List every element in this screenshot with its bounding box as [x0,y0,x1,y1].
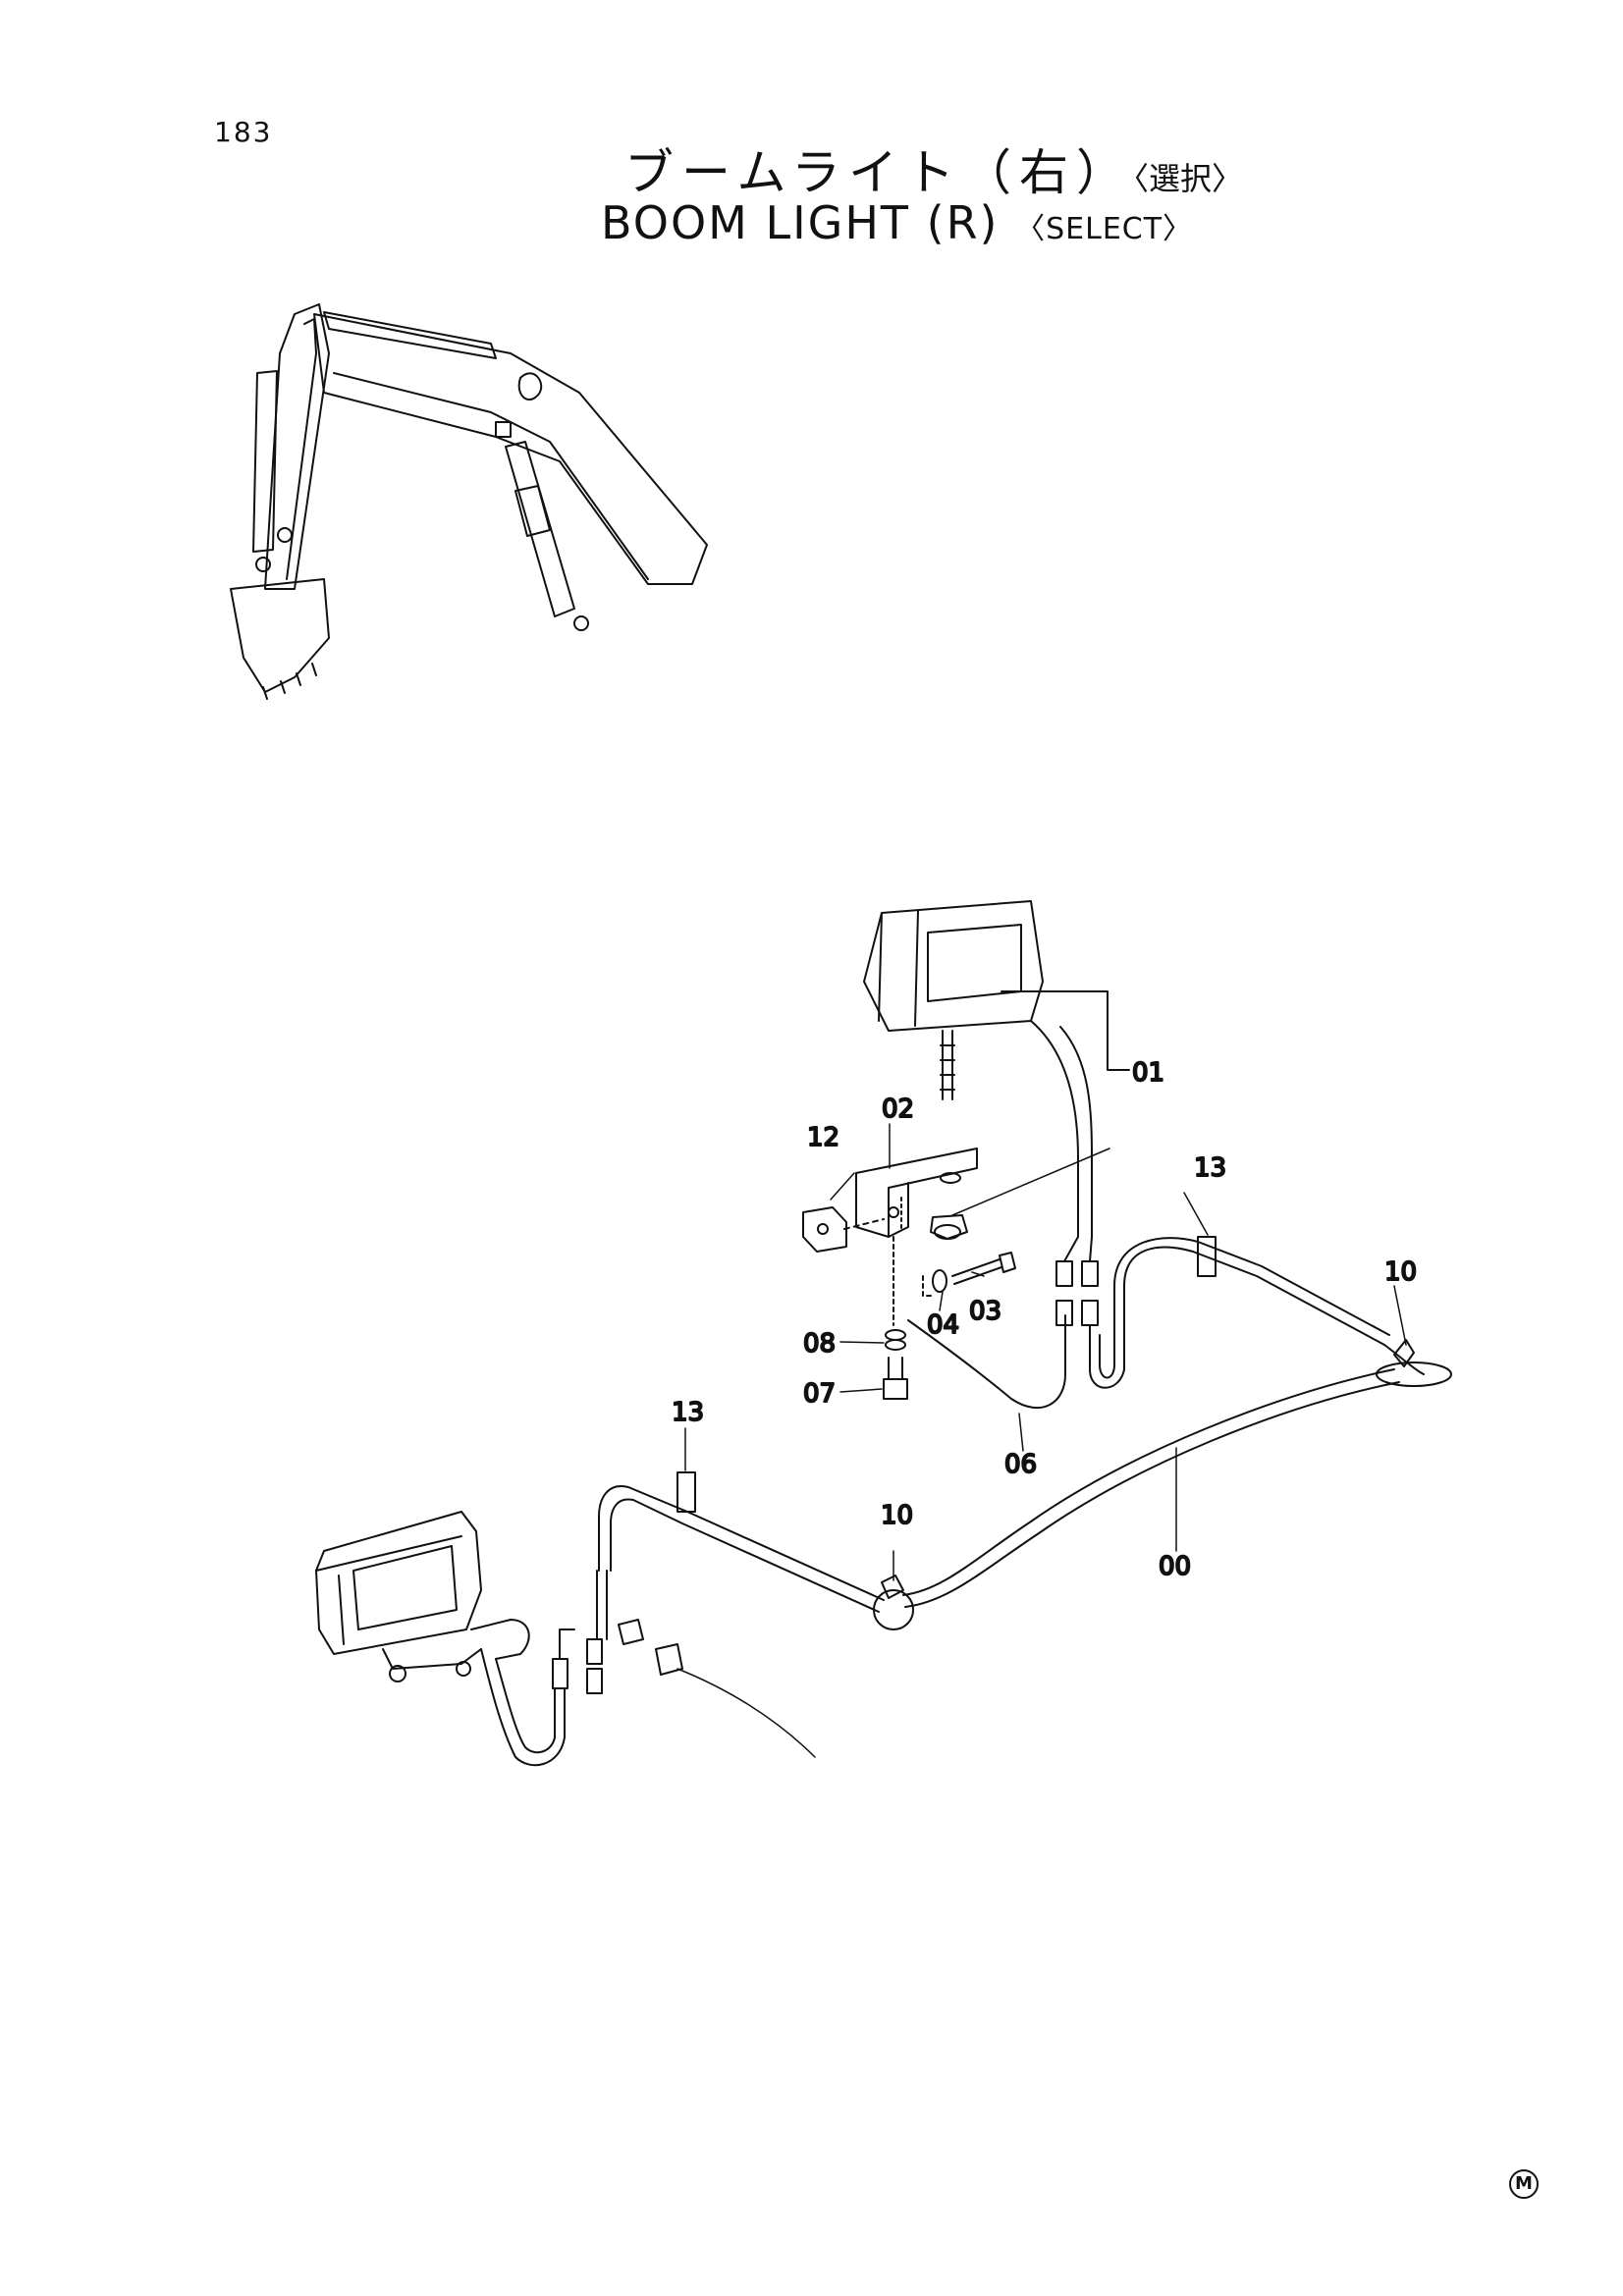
title-english-option: 〈SELECT〉 [1015,212,1194,246]
label-part-07: 07 [803,1379,836,1409]
leader-part-01 [1001,990,1130,1071]
label-part-10-left: 10 [881,1501,913,1530]
washer-upper-08 [885,1329,906,1341]
ground-wire [907,1314,1066,1410]
label-part-13-lower: 13 [672,1398,704,1427]
nut-upper [930,1214,968,1240]
connectors-upper [1055,1236,1099,1336]
label-part-04: 04 [927,1310,959,1340]
title-english: BOOM LIGHT (R) 〈SELECT〉 [601,196,1193,249]
screw-07 [883,1357,908,1400]
leader-nut [951,1148,1110,1216]
label-part-00: 00 [1159,1552,1191,1581]
work-lamp-upper [863,900,1093,1238]
excavator-overview-illustration [230,303,708,700]
washer-04 [932,1269,947,1293]
spacer-block [802,1206,847,1253]
title-japanese-main: ブームライト（右） [624,144,1133,201]
label-part-06: 06 [1004,1450,1037,1479]
label-part-08: 08 [803,1329,836,1359]
corner-mark: M [1509,2169,1539,2199]
title-japanese-option: 〈選択〉 [1133,160,1244,197]
part-number-labels: 01 02 12 13 10 03 04 08 07 06 13 10 00 [671,1057,1418,1582]
mounting-bracket [855,1148,978,1238]
spacer-axis [843,1218,885,1230]
washer-08 [885,1339,906,1351]
label-part-03: 03 [969,1297,1001,1326]
washer-upper [934,1224,961,1240]
leader-lines [684,1123,1407,1581]
label-part-13-upper: 13 [1194,1153,1226,1183]
title-english-main: BOOM LIGHT (R) [601,196,1000,249]
work-lamp-lower [315,1511,816,1767]
page-number: 183 [214,116,273,148]
bolt [951,1252,1016,1285]
label-part-02: 02 [882,1095,914,1124]
label-part-12: 12 [807,1123,839,1152]
washer-axis [922,1275,934,1297]
label-part-10-right: 10 [1384,1257,1417,1287]
wiring-harness [598,1236,1452,1630]
title-japanese: ブームライト（右）〈選択〉 [624,133,1243,204]
label-part-01: 01 [1132,1058,1164,1088]
